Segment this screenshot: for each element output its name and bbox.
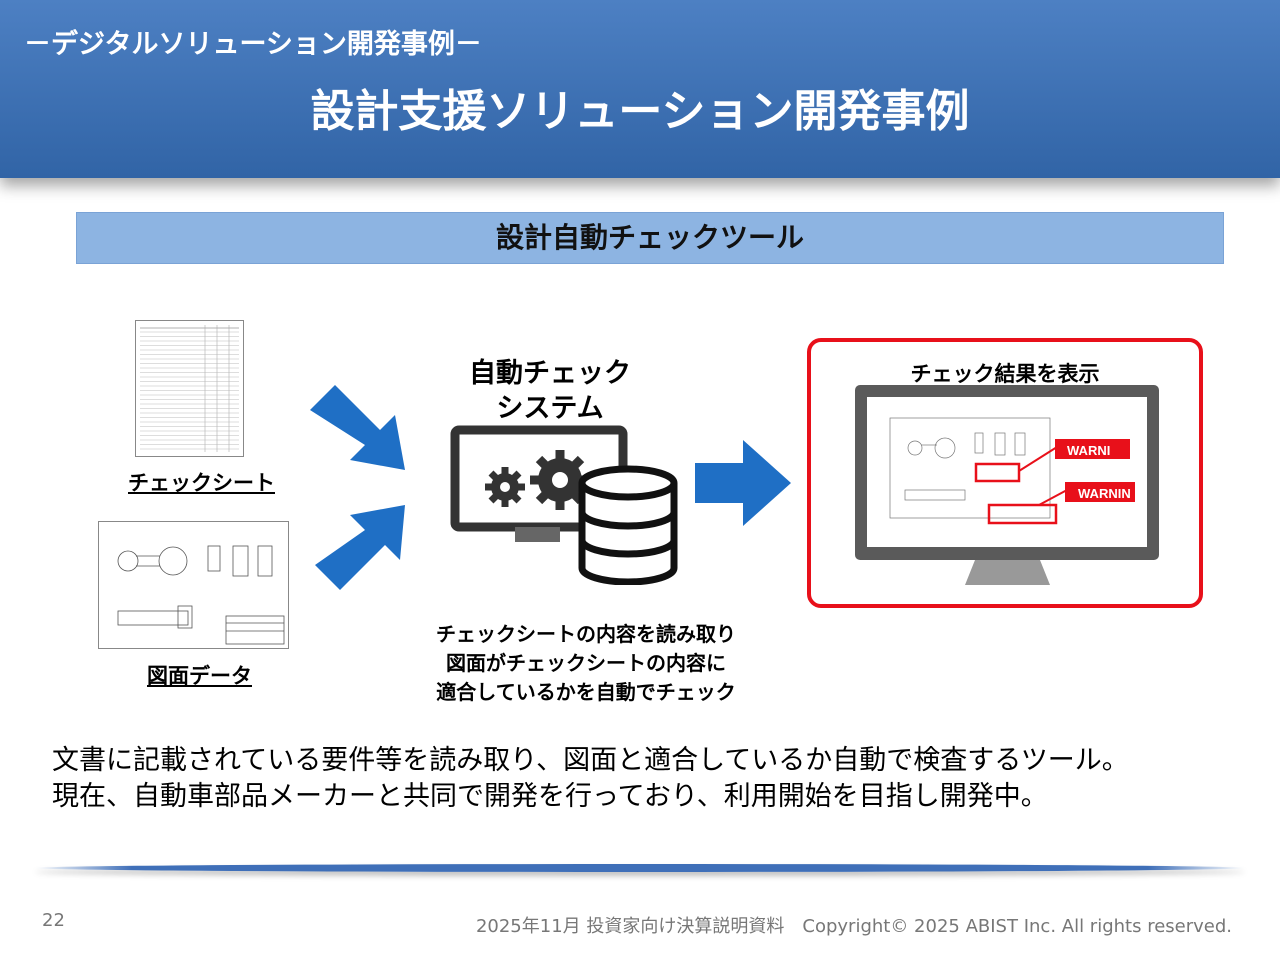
page-number: 22 <box>42 910 65 931</box>
body-text-line1: 文書に記載されている要件等を読み取り、図面と適合しているか自動で検査するツール。 <box>52 745 1129 776</box>
caption-line: 適合しているかを自動でチェック <box>436 680 736 704</box>
warning-label-1: WARNI <box>1067 443 1110 458</box>
footer-divider <box>35 864 1245 872</box>
drawing-image <box>98 521 289 649</box>
drawing-preview <box>889 417 1051 519</box>
input-arrows <box>310 385 405 590</box>
checksheet-image <box>135 320 244 457</box>
header-band <box>0 0 1280 178</box>
slide-title: 設計支援ソリューション開発事例 <box>310 86 970 137</box>
system-title-line2: システム <box>496 393 604 424</box>
warning-label-2: WARNIN <box>1078 486 1131 501</box>
system-title: 自動チェック システム <box>430 356 670 426</box>
caption-line: 図面がチェックシートの内容に <box>446 651 726 675</box>
footer-copyright: 2025年11月 投資家向け決算説明資料 Copyright© 2025 ABI… <box>475 916 1232 937</box>
body-text-line2: 現在、自動車部品メーカーと共同で開発を行っており、利用開始を目指し開発中。 <box>52 781 1048 812</box>
section-title: 設計自動チェックツール <box>76 212 1224 264</box>
system-icon <box>450 425 678 585</box>
arrow-up-right-icon <box>315 505 405 590</box>
arrow-down-right-icon <box>310 385 405 470</box>
checksheet-label: チェックシート <box>128 471 275 495</box>
result-highlight-box <box>807 338 1203 608</box>
drawing-data-label: 図面データ <box>147 664 252 688</box>
system-title-line1: 自動チェック <box>469 358 631 389</box>
slide-subtitle: －デジタルソリューション開発事例－ <box>24 29 482 60</box>
result-monitor: WARNI WARNIN <box>855 385 1159 585</box>
result-title: チェック結果を表示 <box>910 362 1100 386</box>
database-icon <box>578 465 678 585</box>
arrow-right-icon <box>695 440 791 526</box>
caption-line: チェックシートの内容を読み取り <box>436 622 736 646</box>
system-caption: チェックシートの内容を読み取り 図面がチェックシートの内容に 適合しているかを自… <box>380 620 792 707</box>
